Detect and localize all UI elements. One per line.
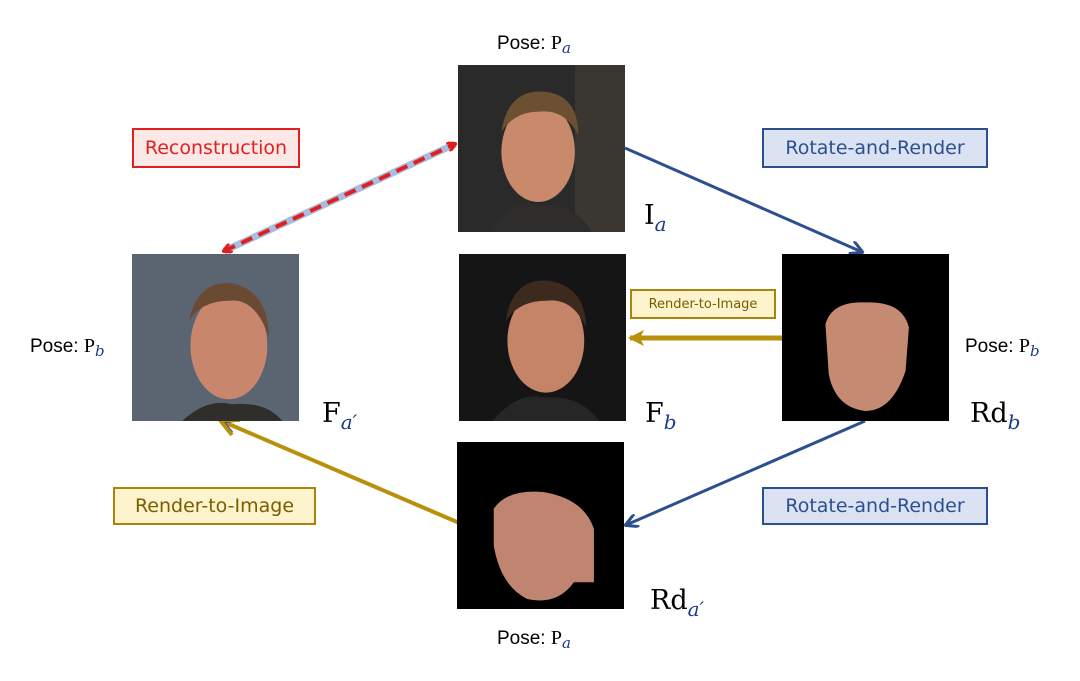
label-fa-prime: Fa′ — [322, 398, 358, 434]
label-fb: Fb — [645, 398, 677, 434]
rotate-render-top-arrow — [624, 146, 862, 252]
rotate-and-render-bottom-label: Rotate-and-Render — [762, 487, 988, 525]
input-face-image-ia — [458, 65, 625, 232]
rotate-and-render-top-label: Rotate-and-Render — [762, 128, 988, 168]
rotate-render-bottom-arrow — [626, 419, 866, 525]
pose-label-fa-prime: Pose: Pb — [30, 335, 105, 360]
rendered-face-image-rdb — [782, 254, 949, 421]
rendered-face-image-rda-prime — [457, 442, 624, 609]
label-rda-prime: Rda′ — [650, 585, 705, 621]
pose-label-rda-prime: Pose: Pa — [497, 627, 571, 652]
label-ia: Ia — [644, 200, 667, 236]
render-to-image-mid-label: Render-to-Image — [630, 289, 776, 319]
reconstructed-face-image-fa-prime — [132, 254, 299, 421]
render-to-image-bottom-label: Render-to-Image — [113, 487, 316, 525]
pose-label-ia: Pose: Pa — [497, 32, 571, 57]
pose-label-rdb: Pose: Pb — [965, 335, 1040, 360]
label-rdb: Rdb — [970, 398, 1021, 434]
reconstruction-label: Reconstruction — [132, 128, 300, 168]
render-to-image-bottom-arrow — [224, 422, 459, 524]
generated-face-image-fb — [459, 254, 626, 421]
